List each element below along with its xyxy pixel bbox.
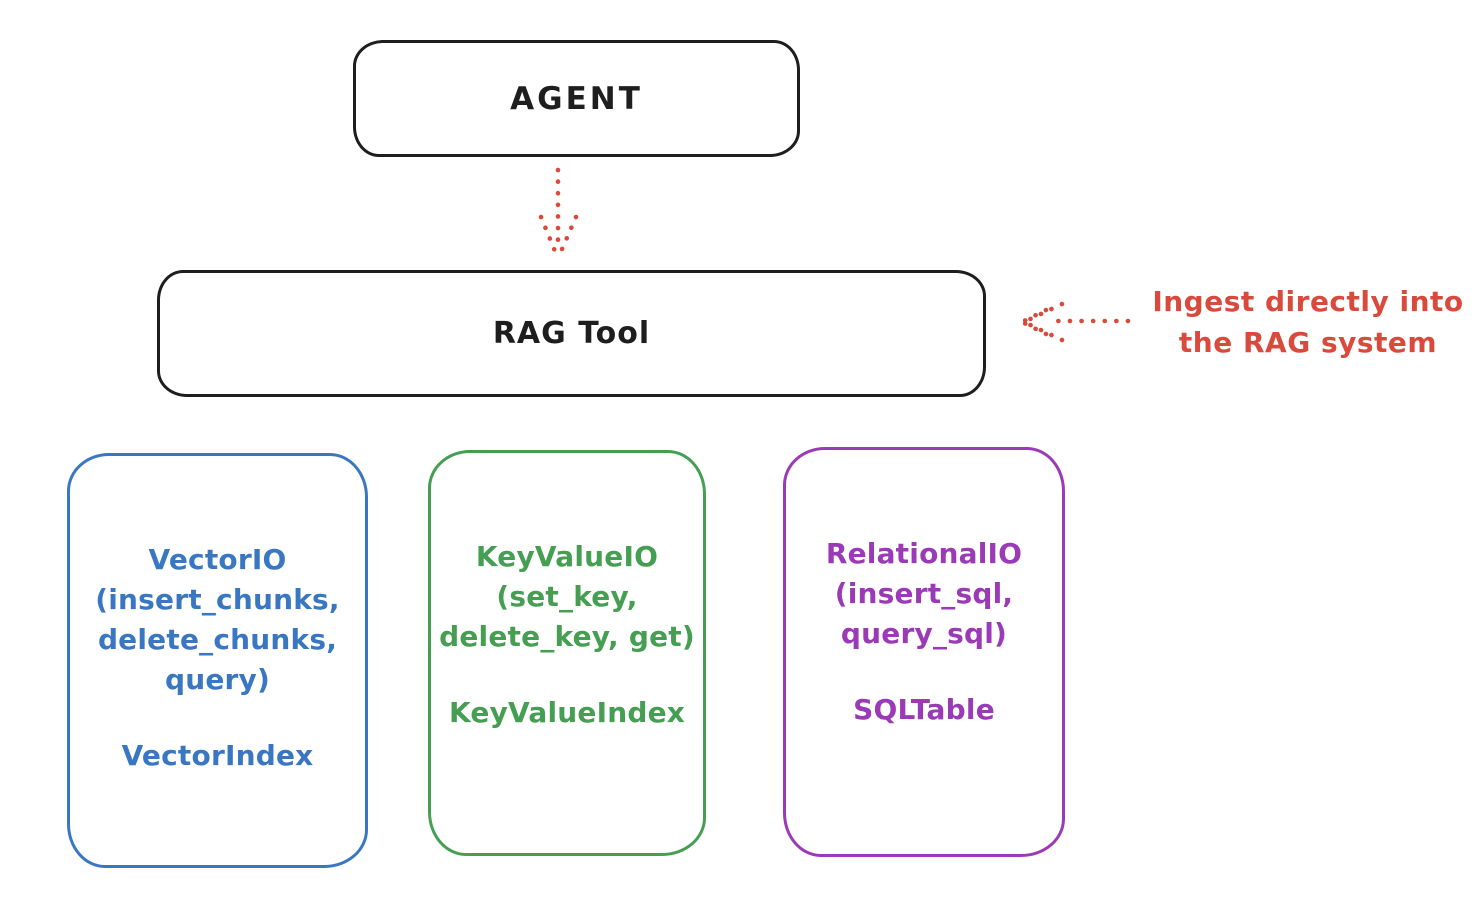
agent-to-ragtool-arrow <box>538 167 579 259</box>
vector-io-card: VectorIO (insert_chunks, delete_chunks, … <box>67 453 368 868</box>
keyvalue-index-label: KeyValueIndex <box>448 696 686 729</box>
ingest-annotation-text: Ingest directly into the RAG system <box>1152 285 1464 359</box>
agent-node: AGENT <box>353 40 800 157</box>
rag-tool-node: RAG Tool <box>157 270 986 397</box>
keyvalue-io-label: KeyValueIO (set_key, delete_key, get) <box>439 540 695 653</box>
rag-tool-label: RAG Tool <box>492 316 651 351</box>
relational-io-card: RelationalIO (insert_sql, query_sql) SQL… <box>783 447 1065 857</box>
vector-index-label: VectorIndex <box>121 739 314 772</box>
relational-io-label: RelationalIO (insert_sql, query_sql) <box>825 537 1023 650</box>
agent-label: AGENT <box>510 80 643 117</box>
ingest-annotation-arrow <box>1019 301 1131 343</box>
sql-table-label: SQLTable <box>853 693 995 726</box>
keyvalue-io-card: KeyValueIO (set_key, delete_key, get) Ke… <box>428 450 706 856</box>
vector-io-label: VectorIO (insert_chunks, delete_chunks, … <box>95 543 340 696</box>
